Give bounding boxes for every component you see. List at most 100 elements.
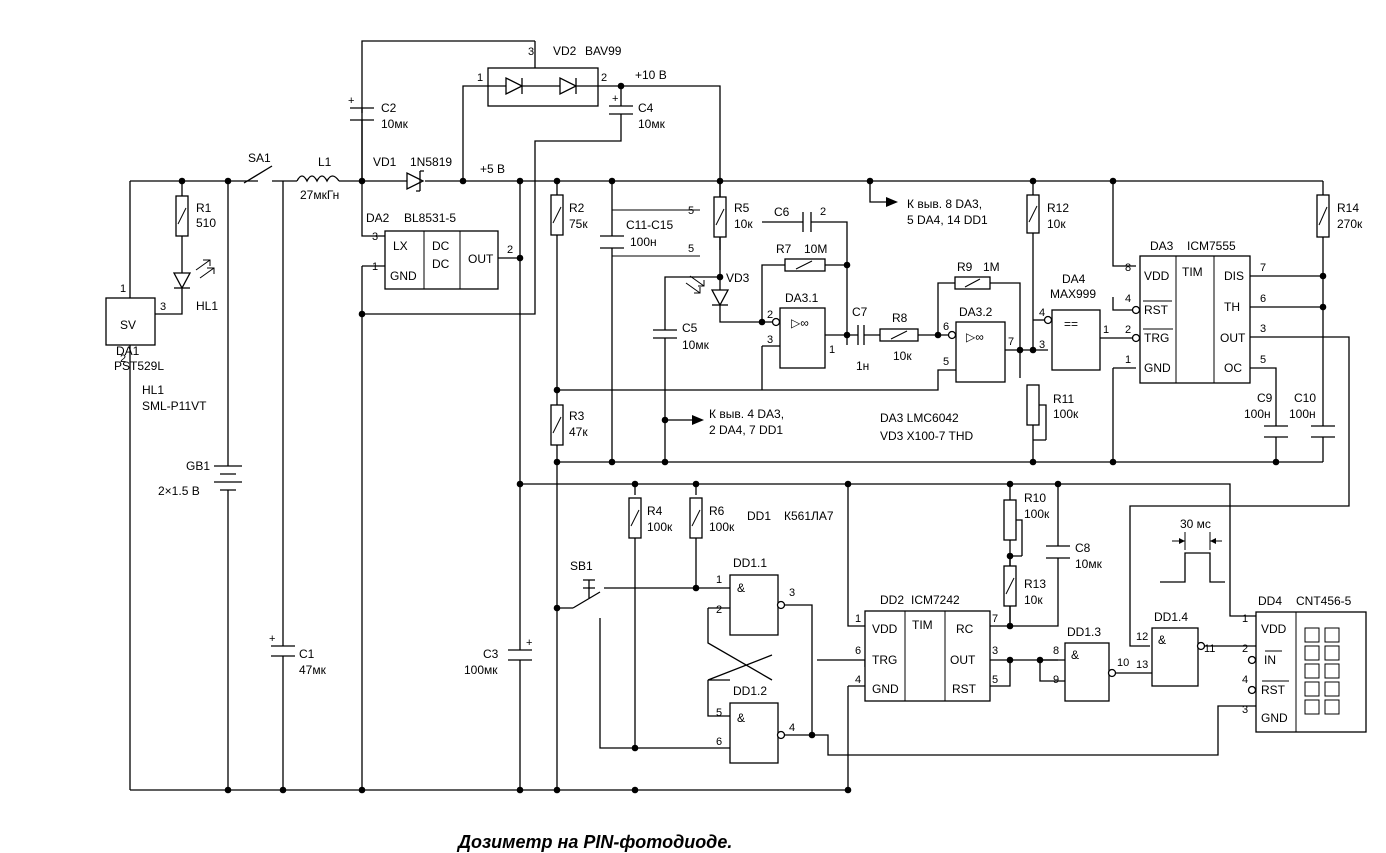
resistor-r14 bbox=[1316, 194, 1330, 238]
dcdc-da2-box bbox=[384, 230, 499, 290]
label-da3-type: ICM7555 bbox=[1187, 239, 1236, 253]
opamp-da3-1-box bbox=[771, 307, 826, 369]
label-c9-val: 100н bbox=[1244, 407, 1271, 421]
label-r11-val: 100к bbox=[1053, 407, 1079, 421]
label-amp-2: ▷∞ bbox=[966, 330, 984, 344]
svg-text:2: 2 bbox=[120, 353, 126, 365]
svg-text:3: 3 bbox=[992, 645, 998, 657]
svg-text:2: 2 bbox=[601, 72, 607, 84]
svg-text:7: 7 bbox=[1260, 262, 1266, 274]
label-da3-vdd: VDD bbox=[1144, 269, 1170, 283]
label-c8: C8 bbox=[1075, 541, 1091, 555]
svg-text:4: 4 bbox=[1125, 293, 1131, 305]
label-dd2-type: ICM7242 bbox=[911, 593, 960, 607]
label-da4: DA4 bbox=[1062, 272, 1086, 286]
switch-sa1 bbox=[243, 165, 273, 184]
label-r7-val: 10M bbox=[804, 242, 827, 256]
svg-text:3: 3 bbox=[1260, 323, 1266, 335]
svg-text:4: 4 bbox=[855, 674, 861, 686]
diode-vd1-symbol bbox=[406, 170, 425, 192]
nand-dd1-4-box bbox=[1151, 627, 1206, 687]
label-da2-dc2: DC bbox=[432, 257, 450, 271]
label-dd2-rc: RC bbox=[956, 622, 974, 636]
resistor-r9 bbox=[954, 276, 991, 290]
svg-text:5: 5 bbox=[992, 674, 998, 686]
label-dd1-2: DD1.2 bbox=[733, 684, 767, 698]
label-plus10: +10 В bbox=[635, 68, 667, 82]
label-da2-type: BL8531-5 bbox=[404, 211, 456, 225]
note-top-1: К выв. 8 DA3, bbox=[907, 197, 982, 211]
label-hl1-type: SML-P11VT bbox=[142, 399, 207, 413]
label-gb1-val: 2×1.5 В bbox=[158, 484, 200, 498]
svg-text:3: 3 bbox=[1039, 339, 1045, 351]
svg-text:+: + bbox=[526, 637, 532, 649]
label-da3-out: OUT bbox=[1220, 331, 1246, 345]
label-and-2: & bbox=[737, 711, 745, 725]
label-r4: R4 bbox=[647, 504, 663, 518]
label-hl1: HL1 bbox=[142, 383, 164, 397]
label-dd4-rst: RST bbox=[1261, 683, 1286, 697]
note-vd3-type: VD3 X100-7 THD bbox=[880, 429, 973, 443]
label-c5-val: 10мк bbox=[682, 338, 710, 352]
svg-text:+: + bbox=[269, 633, 275, 645]
resistor-r13 bbox=[1003, 565, 1017, 607]
label-vd3: VD3 bbox=[726, 271, 750, 285]
label-r12-val: 10к bbox=[1047, 217, 1066, 231]
label-da3-2: DA3.2 bbox=[959, 305, 993, 319]
capacitor-c5 bbox=[653, 329, 677, 339]
label-c11: C11-C15 bbox=[626, 218, 673, 232]
trimmer-r10 bbox=[1003, 499, 1023, 556]
svg-text:3: 3 bbox=[528, 46, 534, 58]
resistor-r6 bbox=[689, 497, 703, 539]
label-da1-type: PST529L bbox=[114, 359, 164, 373]
label-r14-val: 270к bbox=[1337, 217, 1363, 231]
note-mid-1: К выв. 4 DA3, bbox=[709, 407, 784, 421]
resistor-r8 bbox=[879, 328, 919, 342]
svg-text:2: 2 bbox=[507, 244, 513, 256]
timer-da3-box bbox=[1131, 255, 1251, 384]
label-c1: C1 bbox=[299, 647, 315, 661]
junction-dots bbox=[178, 82, 1327, 794]
svg-text:3: 3 bbox=[767, 334, 773, 346]
label-dd1-1: DD1.1 bbox=[733, 556, 767, 570]
resistor-r4 bbox=[628, 497, 642, 539]
note-top-2: 5 DA4, 14 DD1 bbox=[907, 213, 988, 227]
svg-text:10: 10 bbox=[1117, 657, 1129, 669]
label-sa1: SA1 bbox=[248, 151, 271, 165]
label-l1-val: 27мкГн bbox=[300, 188, 339, 202]
label-dd1-3: DD1.3 bbox=[1067, 625, 1101, 639]
svg-text:2: 2 bbox=[820, 206, 826, 218]
label-r6: R6 bbox=[709, 504, 725, 518]
label-and-1: & bbox=[737, 581, 745, 595]
label-r10-val: 100к bbox=[1024, 507, 1050, 521]
svg-text:1: 1 bbox=[1125, 354, 1131, 366]
resistor-r7 bbox=[784, 258, 826, 272]
label-r2-val: 75к bbox=[569, 217, 588, 231]
label-dd2-out: OUT bbox=[950, 653, 976, 667]
resistor-r5 bbox=[713, 196, 727, 238]
svg-text:6: 6 bbox=[943, 321, 949, 333]
label-r13: R13 bbox=[1024, 577, 1046, 591]
label-r12: R12 bbox=[1047, 201, 1069, 215]
label-dd4: DD4 bbox=[1258, 594, 1282, 608]
label-r10: R10 bbox=[1024, 491, 1046, 505]
capacitor-c2: + bbox=[348, 95, 374, 121]
nand-dd1-2-box bbox=[729, 702, 786, 764]
svg-text:12: 12 bbox=[1136, 631, 1148, 643]
label-vd1: VD1 bbox=[373, 155, 397, 169]
svg-text:2: 2 bbox=[1242, 643, 1248, 655]
label-r1: R1 bbox=[196, 201, 212, 215]
comparator-da4-box bbox=[1043, 309, 1101, 371]
label-c9: C9 bbox=[1257, 391, 1273, 405]
resistor-r1 bbox=[175, 195, 189, 237]
label-da3-th: TH bbox=[1224, 300, 1240, 314]
svg-text:3: 3 bbox=[372, 231, 378, 243]
svg-text:1: 1 bbox=[829, 344, 835, 356]
svg-text:3: 3 bbox=[789, 587, 795, 599]
label-vd2: VD2 bbox=[553, 44, 577, 58]
label-dd4-gnd: GND bbox=[1261, 711, 1288, 725]
inductor-l1 bbox=[296, 175, 340, 183]
label-c11-val: 100н bbox=[630, 235, 657, 249]
